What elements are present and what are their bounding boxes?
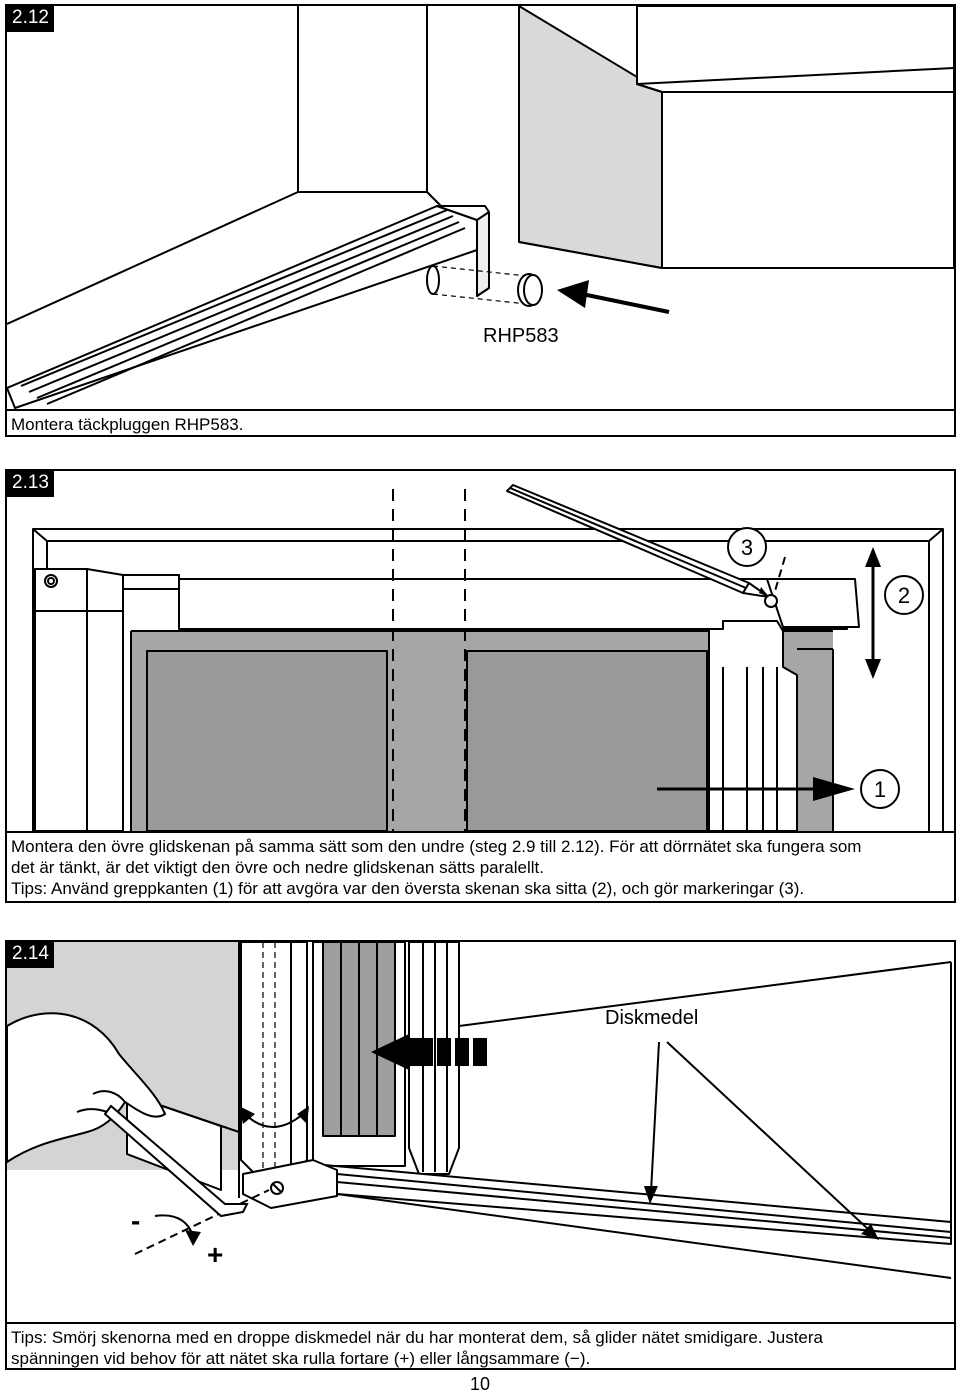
step-number: 2.14 [7, 942, 54, 968]
step-2-13-drawing: 3 2 1 [32, 484, 944, 831]
step-number: 2.12 [7, 6, 54, 32]
step-2-14-panel: 2.14 [5, 940, 956, 1370]
plus-sign: + [207, 1239, 223, 1270]
step-2-12-panel: 2.12 [5, 4, 956, 437]
callout-2: 2 [898, 583, 910, 608]
step-2-14-caption: Tips: Smörj skenorna med en droppe diskm… [7, 1322, 954, 1368]
caption-line: det är tänkt, är det viktigt den övre oc… [11, 858, 544, 877]
step-2-14-drawing: - + Diskmedel [7, 942, 952, 1279]
part-label-diskmedel: Diskmedel [605, 1007, 698, 1029]
caption-line: Montera täckpluggen RHP583. [11, 415, 244, 434]
step-2-12-caption: Montera täckpluggen RHP583. [7, 409, 954, 435]
step-2-13-caption: Montera den övre glidskenan på samma sät… [7, 831, 954, 901]
step-2-13-panel: 2.13 [5, 469, 956, 903]
caption-line: spänningen vid behov för att nätet ska r… [11, 1349, 591, 1368]
callout-3: 3 [741, 535, 753, 560]
page-number: 10 [469, 1374, 491, 1394]
minus-sign: - [131, 1205, 140, 1236]
part-label-rhp583: RHP583 [483, 325, 559, 347]
step-2-12-drawing: RHP583 [7, 6, 954, 409]
callout-1: 1 [874, 777, 886, 802]
caption-line: Montera den övre glidskenan på samma sät… [11, 837, 862, 856]
step-number: 2.13 [7, 471, 54, 497]
caption-line: Tips: Använd greppkanten (1) för att avg… [11, 879, 805, 898]
caption-line: Tips: Smörj skenorna med en droppe diskm… [11, 1328, 823, 1347]
